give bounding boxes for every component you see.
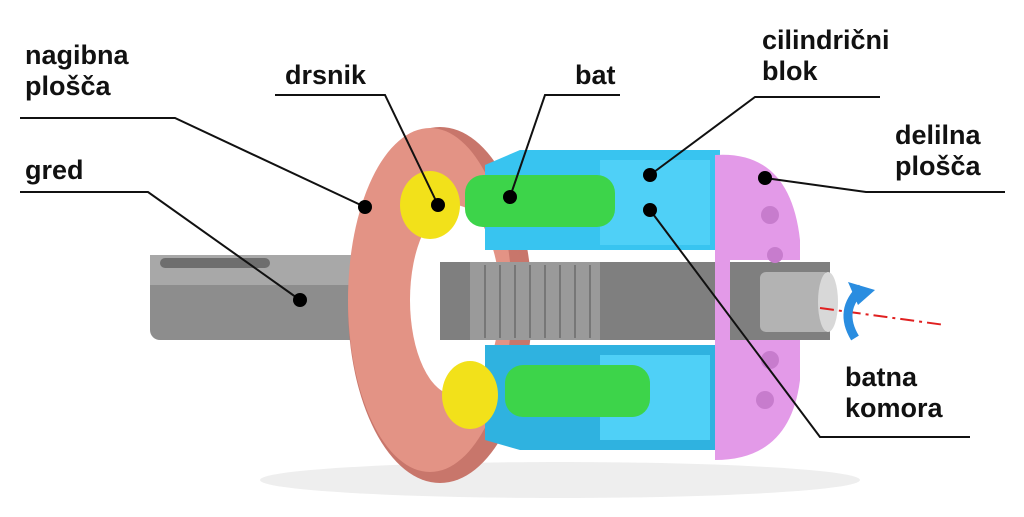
label-piston-chamber: batna komora	[845, 362, 943, 424]
label-line: nagibna	[25, 40, 129, 70]
shaft-spline	[470, 262, 600, 340]
label-line: cilindrični	[762, 25, 890, 55]
label-line: plošča	[895, 151, 981, 181]
label-slipper: drsnik	[285, 60, 367, 90]
piston-top	[465, 175, 615, 227]
label-shaft: gred	[25, 155, 84, 185]
slipper-top	[400, 171, 460, 239]
shadow	[260, 462, 860, 498]
shaft-end-face	[818, 272, 838, 332]
label-line: delilna	[895, 120, 981, 150]
rotation-axis	[819, 307, 946, 326]
shaft-end	[760, 272, 830, 332]
valve-plate	[715, 154, 800, 460]
callout-dots	[293, 168, 772, 307]
label-cylinder-block: cilindrični blok	[762, 25, 890, 87]
leader-lines	[20, 94, 1005, 438]
label-line: plošča	[25, 71, 111, 101]
label-line: blok	[762, 56, 818, 86]
piston-bottom	[505, 365, 650, 417]
label-valve-plate: delilna plošča	[895, 120, 981, 182]
rotation-arrowhead-icon	[848, 282, 875, 305]
spline-grooves	[484, 265, 591, 338]
label-piston: bat	[575, 60, 616, 90]
label-line: komora	[845, 393, 943, 423]
slipper-bottom	[442, 361, 498, 429]
label-line: batna	[845, 362, 918, 392]
label-swash-plate: nagibna plošča	[25, 40, 129, 102]
